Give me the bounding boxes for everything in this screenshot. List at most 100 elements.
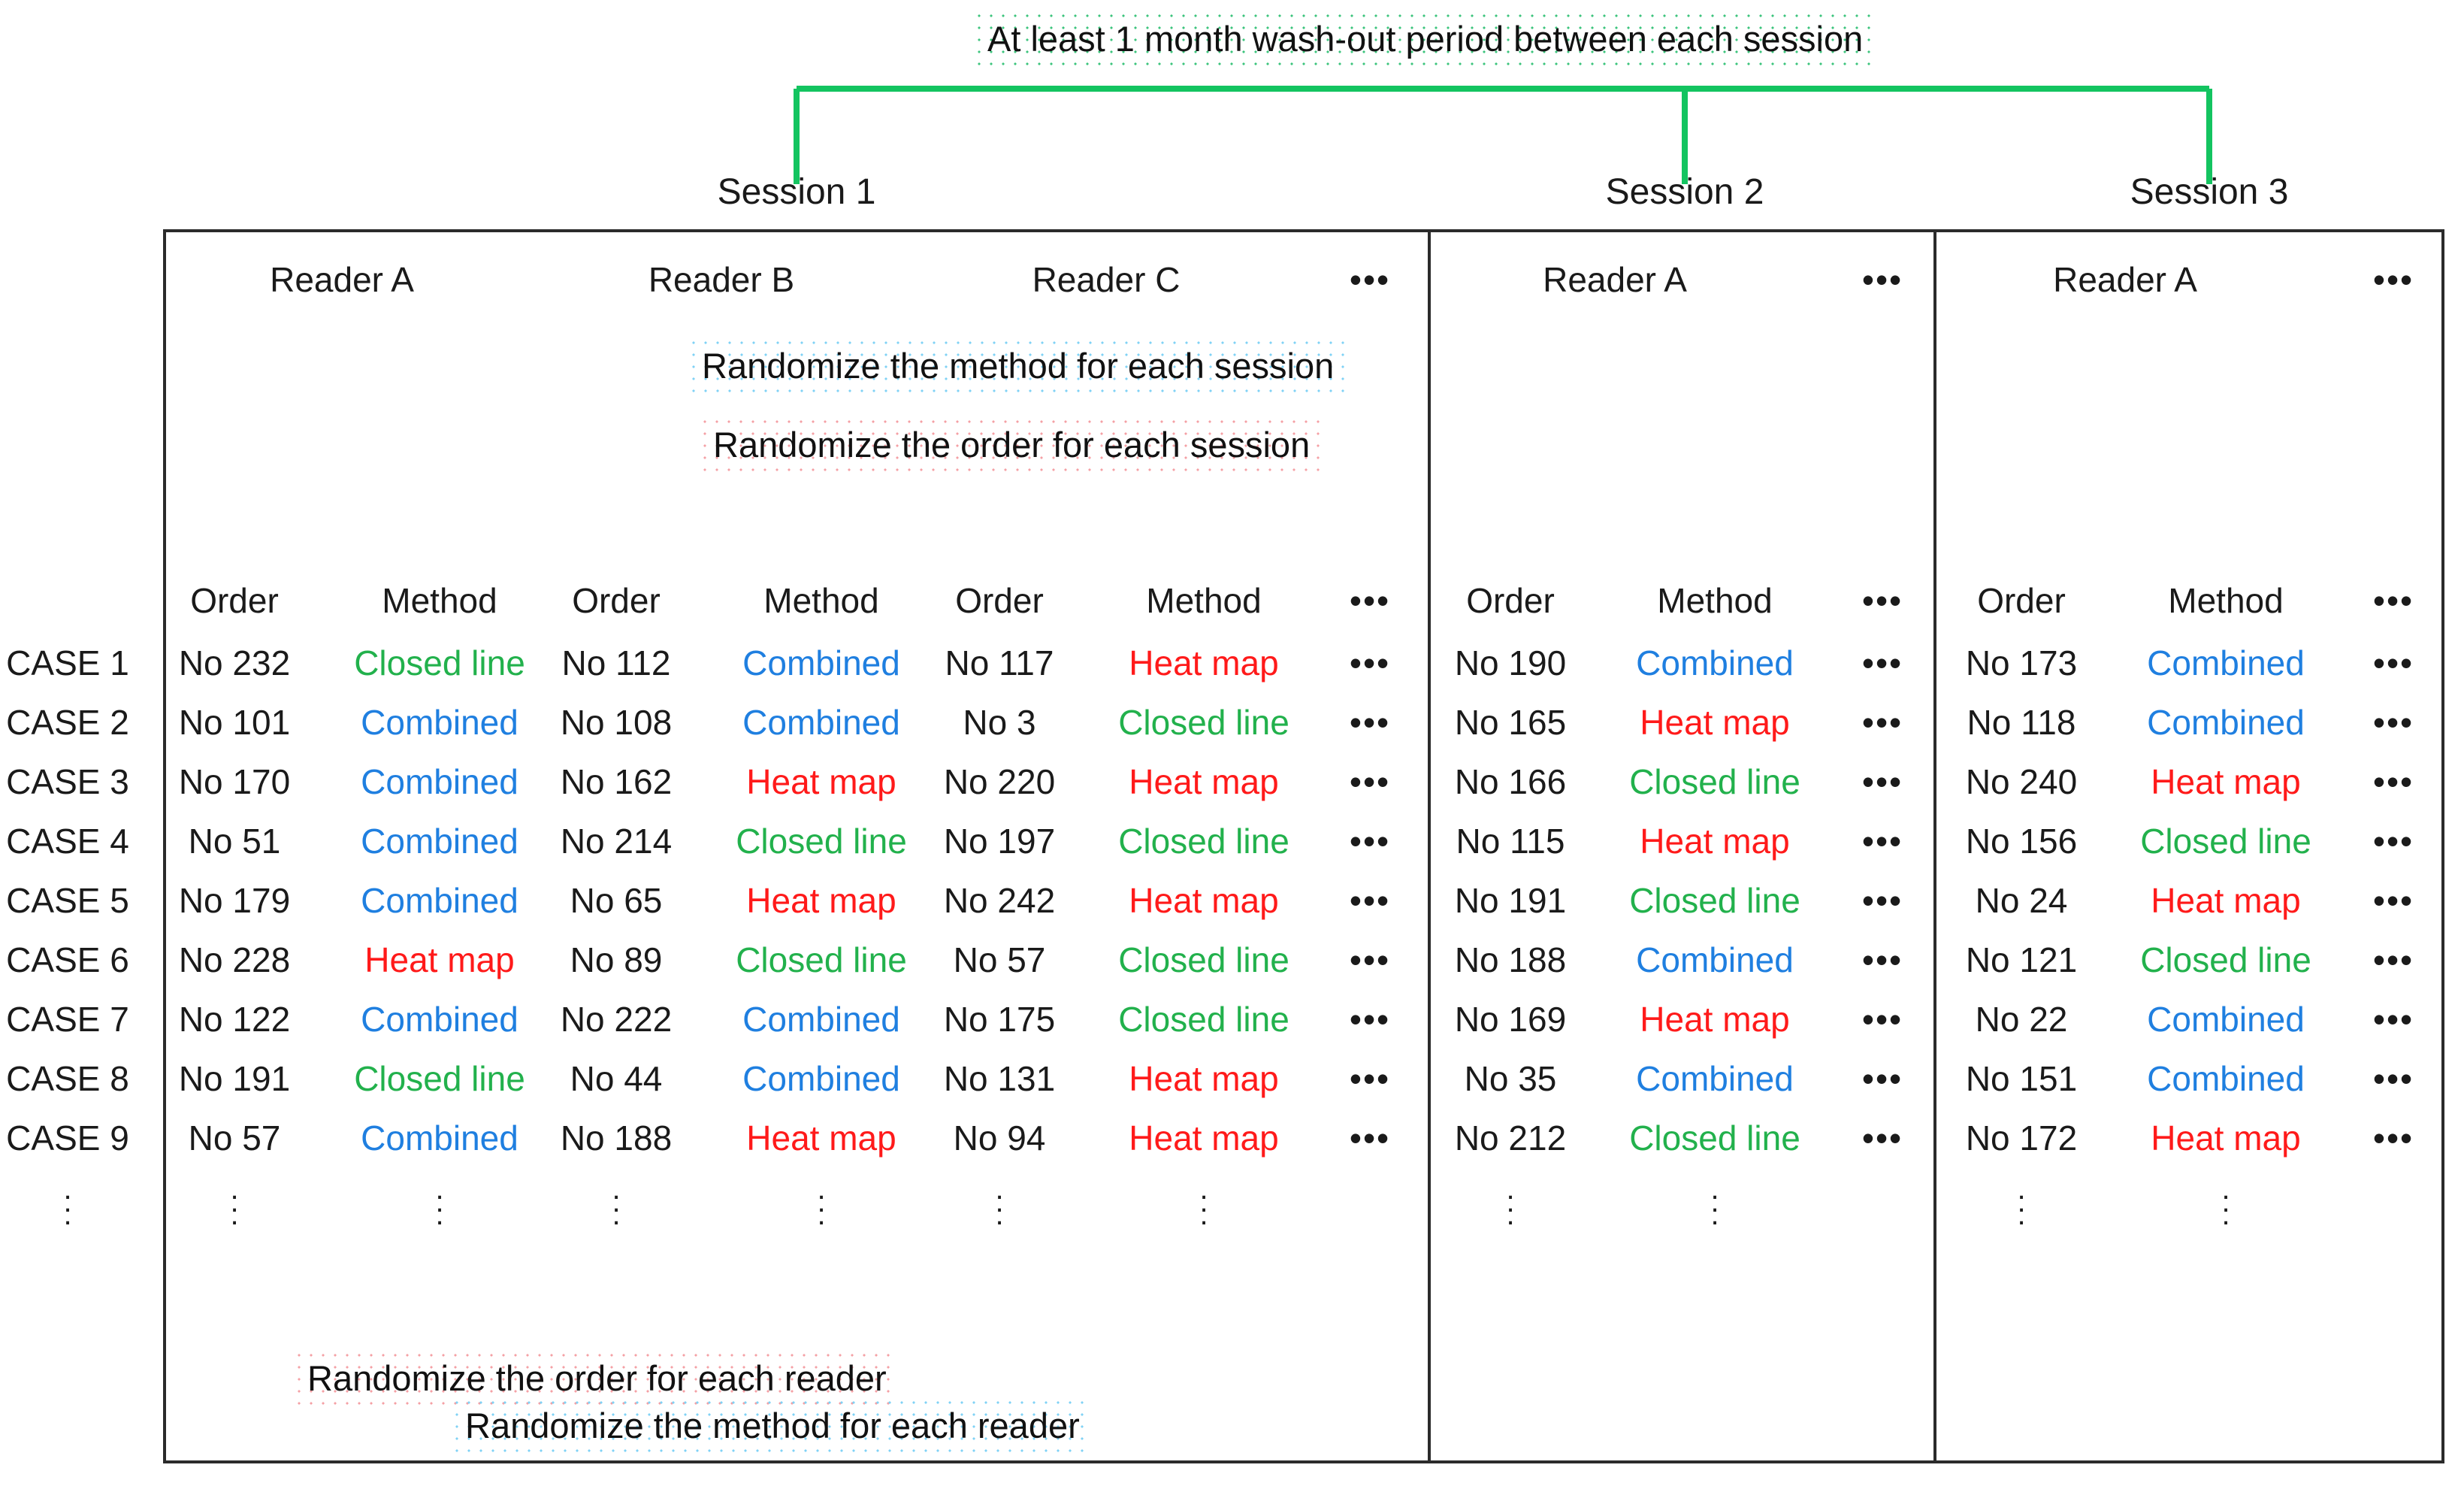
row-ellipsis-s3-readerA: ••• xyxy=(2372,703,2414,742)
row-ellipsis-s2-readerA: ••• xyxy=(1861,643,1903,682)
order-cell-s1-readerA: No 101 xyxy=(178,703,291,742)
method-cell-s1-readerA: Combined xyxy=(361,881,518,920)
row-ellipsis-s1-readerC: ••• xyxy=(1349,1000,1391,1039)
order-cell-s1-readerB: No 214 xyxy=(560,822,673,861)
row-ellipsis-s3-readerA: ••• xyxy=(2372,1118,2414,1158)
method-cell-s1-readerB: Closed line xyxy=(736,940,907,979)
row-ellipsis-s3-readerA: ••• xyxy=(2372,1059,2414,1098)
order-cell-s1-readerB: No 89 xyxy=(570,940,663,979)
colhead-s1-ellipsis: ••• xyxy=(1349,581,1391,620)
order-cell-s2-readerA: No 191 xyxy=(1454,881,1567,920)
method-cell-s1-readerC: Heat map xyxy=(1129,643,1279,682)
vertical-ellipsis-s1-readerA-order: ... xyxy=(230,1173,239,1231)
reader-header-s3-a: Reader A xyxy=(2053,260,2197,299)
order-cell-s3-readerA: No 173 xyxy=(1965,643,2078,682)
order-cell-s2-readerA: No 115 xyxy=(1456,822,1565,861)
order-cell-s1-readerC: No 242 xyxy=(943,881,1056,920)
method-cell-s3-readerA: Combined xyxy=(2147,703,2305,742)
order-cell-s1-readerC: No 220 xyxy=(943,762,1056,801)
row-ellipsis-s2-readerA: ••• xyxy=(1861,1059,1903,1098)
row-ellipsis-s1-readerC: ••• xyxy=(1349,1059,1391,1098)
vertical-ellipsis-s3-readerA-method: ... xyxy=(2221,1173,2230,1231)
order-cell-s2-readerA: No 190 xyxy=(1454,643,1567,682)
method-cell-s1-readerB: Closed line xyxy=(736,822,907,861)
row-ellipsis-s2-readerA: ••• xyxy=(1861,762,1903,801)
row-ellipsis-s1-readerC: ••• xyxy=(1349,1118,1391,1158)
session-label-1: Session 1 xyxy=(717,172,876,212)
reader-header-s1-a: Reader A xyxy=(270,260,414,299)
case-label: CASE 8 xyxy=(6,1059,129,1098)
washout-bracket xyxy=(794,86,2212,184)
order-cell-s3-readerA: No 240 xyxy=(1965,762,2078,801)
order-cell-s2-readerA: No 166 xyxy=(1454,762,1567,801)
row-ellipsis-s1-readerC: ••• xyxy=(1349,940,1391,979)
order-cell-s1-readerC: No 57 xyxy=(953,940,1046,979)
vertical-ellipsis-s1-readerC-method: ... xyxy=(1199,1173,1208,1231)
order-cell-s1-readerC: No 117 xyxy=(945,643,1054,682)
method-cell-s1-readerC: Closed line xyxy=(1118,822,1289,861)
method-cell-s2-readerA: Combined xyxy=(1636,643,1794,682)
method-cell-s3-readerA: Closed line xyxy=(2140,940,2311,979)
row-ellipsis-s2-readerA: ••• xyxy=(1861,822,1903,861)
row-ellipsis-s3-readerA: ••• xyxy=(2372,940,2414,979)
session-divider-1 xyxy=(1428,232,1431,1460)
order-cell-s2-readerA: No 165 xyxy=(1454,703,1567,742)
colhead-s3-ellipsis: ••• xyxy=(2372,581,2414,620)
vertical-ellipsis-case-column: ... xyxy=(63,1173,72,1231)
order-cell-s3-readerA: No 24 xyxy=(1975,881,2068,920)
reader-header-s2-a: Reader A xyxy=(1543,260,1687,299)
method-cell-s1-readerA: Combined xyxy=(361,822,518,861)
vertical-ellipsis-s1-readerB-order: ... xyxy=(612,1173,621,1231)
order-cell-s1-readerB: No 162 xyxy=(560,762,673,801)
method-cell-s1-readerB: Combined xyxy=(742,643,900,682)
session-divider-2 xyxy=(1933,232,1936,1460)
method-cell-s1-readerB: Combined xyxy=(742,703,900,742)
method-cell-s2-readerA: Closed line xyxy=(1629,1118,1800,1158)
method-cell-s2-readerA: Combined xyxy=(1636,940,1794,979)
method-cell-s1-readerC: Closed line xyxy=(1118,940,1289,979)
method-cell-s1-readerB: Heat map xyxy=(746,762,896,801)
colhead-s1c-method: Method xyxy=(1146,581,1262,620)
order-cell-s2-readerA: No 188 xyxy=(1454,940,1567,979)
order-cell-s1-readerA: No 191 xyxy=(178,1059,291,1098)
method-cell-s1-readerB: Heat map xyxy=(746,1118,896,1158)
method-cell-s2-readerA: Heat map xyxy=(1640,1000,1790,1039)
session-label-3: Session 3 xyxy=(2130,172,2289,212)
row-ellipsis-s3-readerA: ••• xyxy=(2372,1000,2414,1039)
order-cell-s1-readerC: No 94 xyxy=(953,1118,1046,1158)
row-ellipsis-s1-readerC: ••• xyxy=(1349,762,1391,801)
vertical-ellipsis-s3-readerA-order: ... xyxy=(2017,1173,2026,1231)
order-per-session-annotation: Randomize the order for each session xyxy=(703,419,1321,473)
row-ellipsis-s1-readerC: ••• xyxy=(1349,643,1391,682)
row-ellipsis-s1-readerC: ••• xyxy=(1349,881,1391,920)
order-cell-s1-readerA: No 122 xyxy=(178,1000,291,1039)
row-ellipsis-s3-readerA: ••• xyxy=(2372,762,2414,801)
order-per-reader-annotation: Randomize the order for each reader xyxy=(297,1353,897,1406)
method-cell-s1-readerA: Combined xyxy=(361,762,518,801)
method-cell-s2-readerA: Closed line xyxy=(1629,881,1800,920)
row-ellipsis-s2-readerA: ••• xyxy=(1861,703,1903,742)
method-cell-s2-readerA: Heat map xyxy=(1640,703,1790,742)
method-cell-s1-readerA: Heat map xyxy=(364,940,515,979)
order-cell-s3-readerA: No 121 xyxy=(1965,940,2078,979)
method-cell-s1-readerC: Heat map xyxy=(1129,1118,1279,1158)
method-cell-s2-readerA: Closed line xyxy=(1629,762,1800,801)
row-ellipsis-s2-readerA: ••• xyxy=(1861,881,1903,920)
vertical-ellipsis-s1-readerA-method: ... xyxy=(435,1173,444,1231)
order-cell-s1-readerA: No 170 xyxy=(178,762,291,801)
order-cell-s1-readerA: No 51 xyxy=(188,822,281,861)
reader-header-s3-ellipsis: ••• xyxy=(2372,260,2414,299)
colhead-s2-ellipsis: ••• xyxy=(1861,581,1903,620)
order-cell-s3-readerA: No 156 xyxy=(1965,822,2078,861)
order-cell-s1-readerB: No 188 xyxy=(560,1118,673,1158)
row-ellipsis-s3-readerA: ••• xyxy=(2372,881,2414,920)
method-cell-s1-readerC: Heat map xyxy=(1129,881,1279,920)
method-cell-s1-readerC: Closed line xyxy=(1118,1000,1289,1039)
order-cell-s2-readerA: No 35 xyxy=(1464,1059,1557,1098)
row-ellipsis-s3-readerA: ••• xyxy=(2372,822,2414,861)
method-cell-s2-readerA: Combined xyxy=(1636,1059,1794,1098)
method-cell-s1-readerA: Closed line xyxy=(354,1059,525,1098)
order-cell-s3-readerA: No 172 xyxy=(1965,1118,2078,1158)
row-ellipsis-s2-readerA: ••• xyxy=(1861,1000,1903,1039)
